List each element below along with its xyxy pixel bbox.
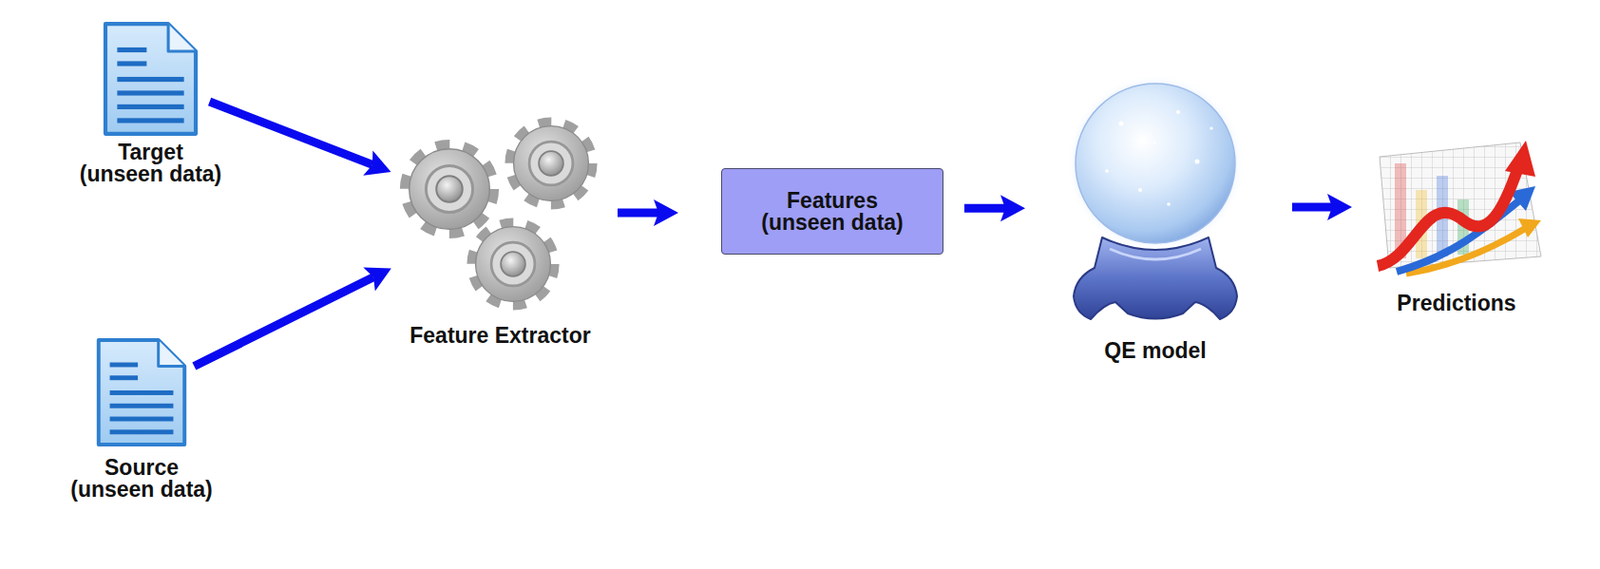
- box-text: Features (unseen data): [761, 190, 905, 233]
- flow-arrow: [193, 277, 374, 367]
- predictions-chart-icon: [1377, 140, 1542, 274]
- feature-extractor: Feature Extractor: [398, 112, 603, 317]
- flow-arrow: [617, 209, 659, 218]
- target-document-icon: [105, 23, 196, 134]
- icon-label: Target (unseen data): [78, 141, 223, 186]
- source-document-icon: [98, 340, 185, 445]
- features-box: Features (unseen data): [721, 168, 944, 255]
- source-document: Source (unseen data): [94, 336, 190, 449]
- qe-model: QE model: [1066, 87, 1245, 324]
- icon-label: Source (unseen data): [70, 457, 214, 501]
- icon-label: Feature Extractor: [409, 324, 591, 347]
- crystal-ball-icon: [1066, 74, 1245, 320]
- flow-arrow: [1292, 203, 1333, 212]
- gears-icon: [406, 123, 591, 305]
- icon-label: Predictions: [1396, 292, 1516, 315]
- flow-arrow: [964, 204, 1006, 213]
- icon-label: QE model: [1104, 340, 1206, 362]
- predictions: Predictions: [1367, 142, 1546, 276]
- flow-arrow: [209, 101, 373, 165]
- target-document: Target (unseen data): [96, 19, 205, 138]
